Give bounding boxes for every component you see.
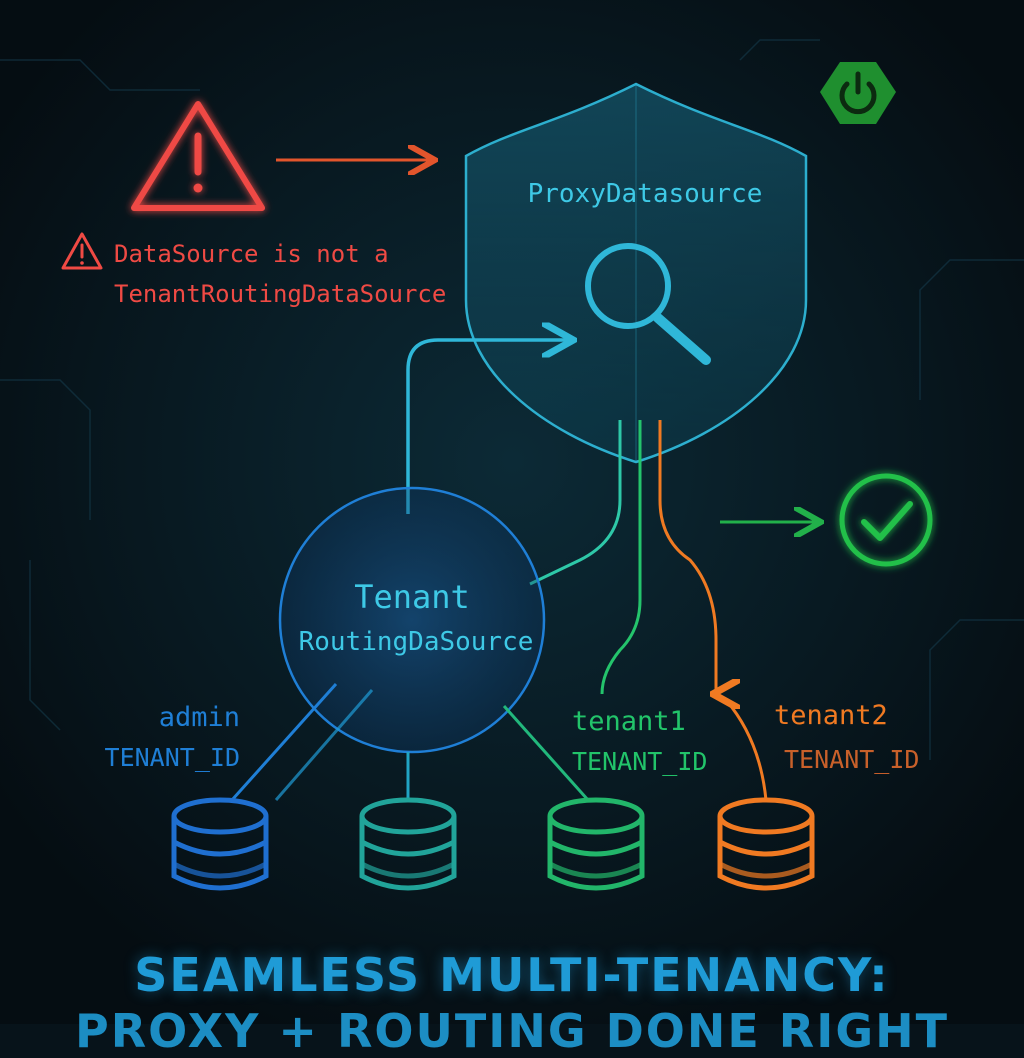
database-icon-shared bbox=[359, 797, 457, 891]
proxy-label: ProxyDatasource bbox=[528, 179, 763, 209]
tenant-id-tenant2: TENANT_ID bbox=[784, 745, 919, 774]
warning-message: DataSource is not a TenantRoutingDataSou… bbox=[61, 232, 446, 308]
tenant-name-admin: admin bbox=[159, 702, 240, 733]
tenant-label-admin: admin TENANT_ID bbox=[105, 702, 240, 772]
proxy-to-tenant2-arrow bbox=[658, 420, 716, 694]
routing-label-line1: Tenant bbox=[354, 578, 470, 616]
warning-text-line2: TenantRoutingDataSource bbox=[114, 280, 446, 308]
database-icon-tenant2 bbox=[717, 797, 815, 891]
headline-line1: SEAMLESS MULTI-TENANCY: bbox=[134, 948, 890, 1002]
warning-icon bbox=[131, 101, 265, 211]
search-icon bbox=[585, 243, 711, 365]
proxy-datasource-shield: ProxyDatasource bbox=[464, 82, 808, 464]
power-icon bbox=[820, 62, 896, 124]
tenant-id-tenant1: TENANT_ID bbox=[572, 747, 707, 776]
tenant-name-tenant1: tenant1 bbox=[572, 706, 686, 737]
architecture-diagram: DataSource is not a TenantRoutingDataSou… bbox=[0, 0, 1024, 1024]
proxy-to-routing-line bbox=[529, 420, 622, 586]
tenant-label-tenant2: tenant2 TENANT_ID bbox=[774, 700, 919, 774]
tenant-label-tenant1: tenant1 TENANT_ID bbox=[572, 706, 707, 776]
proxy-to-tenant1-line bbox=[600, 420, 642, 695]
tenant-name-tenant2: tenant2 bbox=[774, 700, 888, 731]
tenant-id-admin: TENANT_ID bbox=[105, 743, 240, 772]
routing-to-proxy-arrow bbox=[406, 340, 570, 514]
check-icon bbox=[839, 473, 933, 567]
warning-text-line1: DataSource is not a bbox=[114, 240, 389, 268]
headline-line2: PROXY + ROUTING DONE RIGHT bbox=[75, 1004, 949, 1058]
routing-to-db-lines bbox=[230, 682, 768, 802]
tenant-routing-datasource-node: Tenant RoutingDaSource bbox=[278, 486, 546, 754]
routing-label-line2: RoutingDaSource bbox=[299, 627, 534, 657]
database-icon-tenant1 bbox=[547, 797, 645, 891]
circuit-traces bbox=[0, 39, 1024, 760]
database-icon-admin bbox=[171, 797, 269, 891]
small-warning-icon bbox=[61, 232, 103, 270]
